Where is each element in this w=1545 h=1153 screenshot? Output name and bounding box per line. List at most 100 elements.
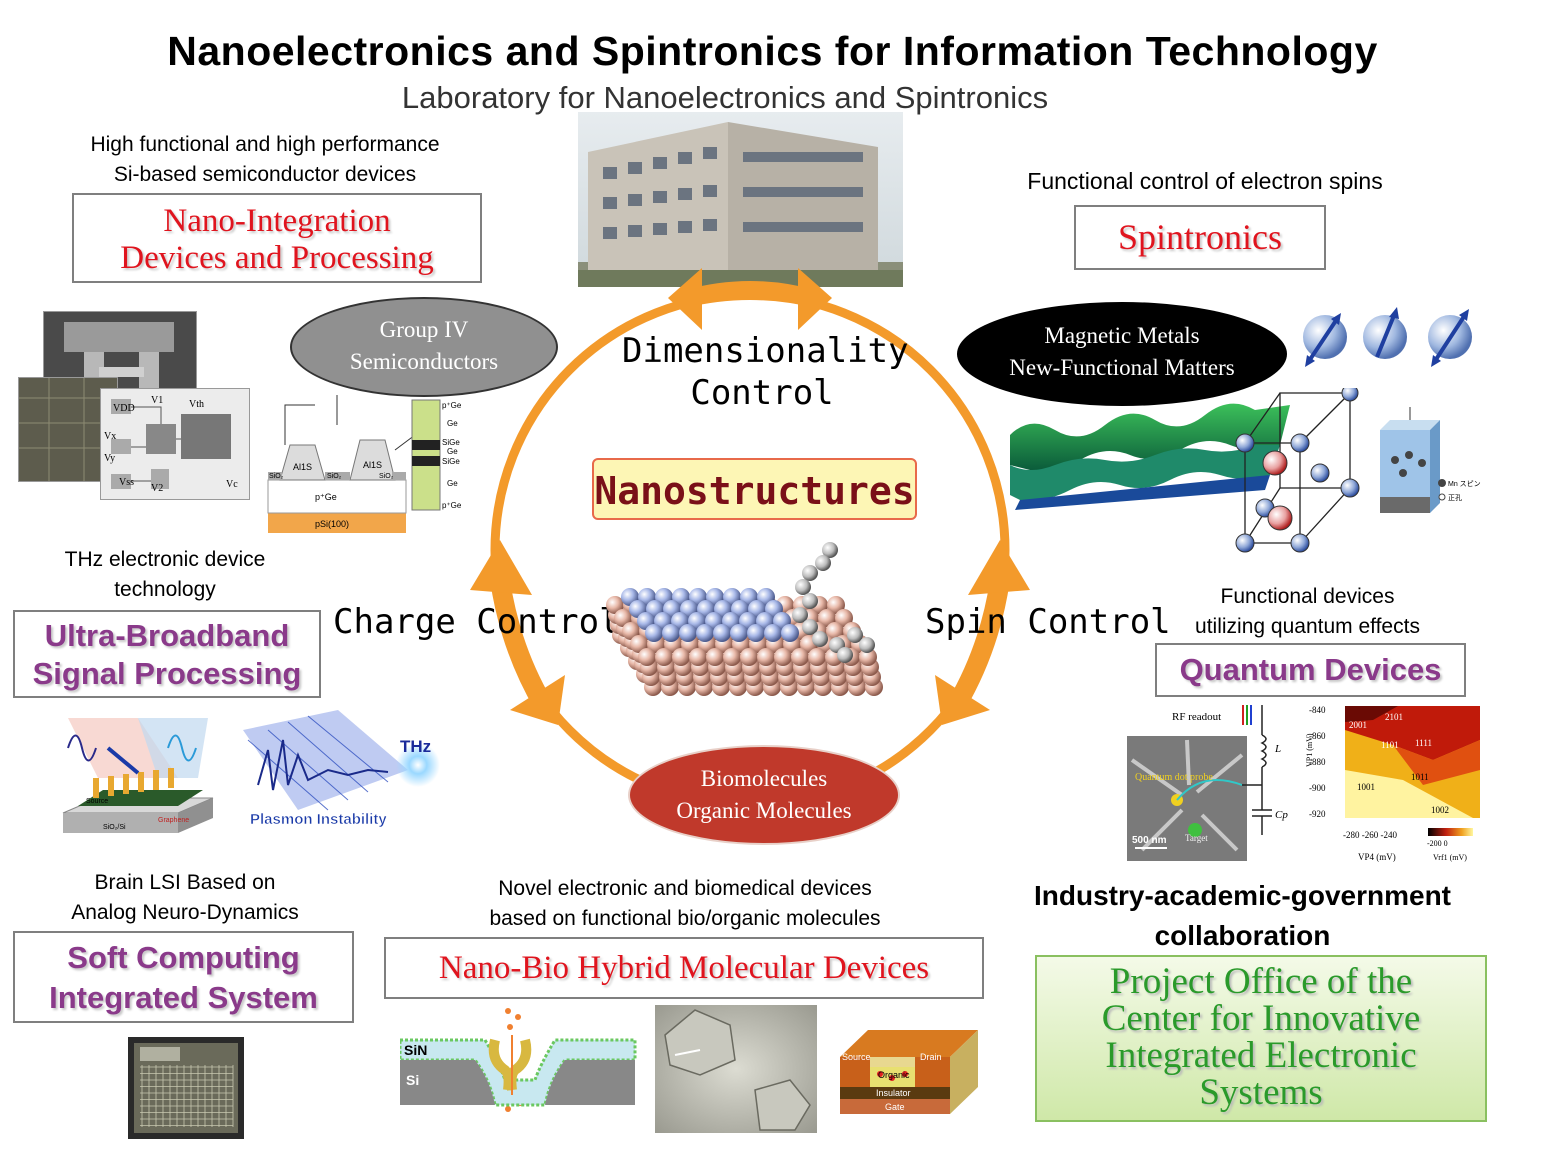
vdd-label: VDD [113, 403, 135, 414]
magnetic-line2: New-Functional Matters [1009, 355, 1235, 380]
thz-caption: THz electronic device technology [25, 545, 305, 605]
box-title-line: Nano-Integration [163, 203, 391, 239]
source-label: Source [842, 1052, 871, 1062]
project-line: Center for Innovative [1101, 998, 1421, 1039]
colorbar-ticks: -200 0 [1427, 839, 1448, 848]
x-axis-label: VP4 (mV) [1358, 852, 1396, 862]
hole-label: 正孔 [1448, 494, 1462, 502]
caption-line: Analog Neuro-Dynamics [71, 901, 299, 924]
y-tick: -900 [1309, 783, 1326, 793]
atom [622, 622, 640, 640]
molecule-atom [802, 565, 818, 581]
sio2si-label: SiO₂/Si [103, 824, 126, 831]
page-title: Nanoelectronics and Spintronics for Info… [167, 28, 1378, 74]
molecule-atom [795, 579, 811, 595]
box-title-line: Ultra-Broadband [44, 618, 290, 653]
y-tick: -860 [1309, 731, 1326, 741]
mn-spin-label: Mn スピン [1448, 480, 1481, 488]
magnetic-line1: Magnetic Metals [1044, 323, 1200, 348]
left-double-arrow [470, 540, 565, 725]
magnetic-metals-ellipse: Magnetic Metals New-Functional Matters [957, 302, 1287, 406]
group-iv-line2: Semiconductors [349, 349, 499, 374]
atom [774, 648, 792, 666]
region-1011: 1011 [1411, 772, 1429, 782]
plasmon-label: Plasmon Instability [250, 811, 387, 828]
qd-probe-label: Quantum dot probe [1135, 772, 1213, 783]
inductor-label: L [1274, 743, 1281, 755]
vc-label: Vc [226, 479, 238, 490]
atom [826, 622, 844, 640]
circuit-layout-image: VDD V1 Vth Vx Vy Vss V2 Vc [100, 388, 250, 500]
nano-integration-box: Nano-Integration Devices and Processing [72, 193, 482, 283]
caption-line: Brain LSI Based on [94, 871, 276, 894]
project-line: Integrated Electronic [1105, 1035, 1417, 1076]
atom [630, 635, 648, 653]
plasmon-instability-image: THz Plasmon Instability [243, 710, 440, 828]
atom [730, 624, 748, 642]
spintronics-box: Spintronics [1074, 205, 1326, 270]
nanostructure-atoms [606, 542, 883, 696]
pge-label: p⁺Ge [315, 492, 337, 502]
biomolecules-ellipse: Biomolecules Organic Molecules [628, 745, 900, 845]
quantum-devices-box: Quantum Devices [1155, 643, 1466, 697]
atom [706, 648, 724, 666]
dimensionality-label: Dimensionality Control [622, 331, 909, 413]
y-axis-label: VP1 (mV) [1305, 733, 1314, 767]
gate-label: Gate [885, 1102, 905, 1112]
box-title-line: Devices and Processing [120, 240, 434, 276]
region-1001: 1001 [1357, 782, 1375, 792]
caption-line: Functional devices [1220, 585, 1395, 608]
al-label-1: Al1S [293, 462, 312, 472]
atom [808, 648, 826, 666]
layer-sige2: SiGe [442, 457, 460, 466]
atom [655, 648, 673, 666]
spin-balls [1303, 307, 1472, 367]
project-line: Project Office of the [1109, 961, 1413, 1002]
group-iv-line1: Group IV [379, 317, 469, 342]
atom [672, 648, 690, 666]
layer-sige1: SiGe [442, 438, 460, 447]
molecule-atom [815, 555, 831, 571]
top-double-arrow [668, 268, 832, 330]
atom [638, 648, 656, 666]
graphene-label: Graphene [158, 817, 189, 824]
caption-line: technology [114, 578, 216, 601]
atom [791, 648, 809, 666]
group-iv-ellipse: Group IV Semiconductors [290, 297, 558, 397]
molecule-atom [792, 607, 808, 623]
atom [606, 596, 624, 614]
caption-line: collaboration [1154, 920, 1331, 951]
box-title-line: Soft Computing [67, 940, 300, 975]
spin-ball-1 [1303, 313, 1347, 367]
layer-ge1: Ge [447, 419, 458, 428]
caption-line: Si-based semiconductor devices [113, 163, 417, 186]
organic-label: Organic [878, 1070, 910, 1080]
soft-computing-box: Soft Computing Integrated System [13, 931, 354, 1023]
molecule-atom [847, 627, 863, 643]
sin-label: SiN [404, 1042, 427, 1058]
psi-label: pSi(100) [315, 519, 349, 529]
molecule-atom [812, 631, 828, 647]
charge-stability-map: 2001 2101 1101 1111 1001 1011 1002 -840 … [1303, 700, 1488, 868]
si-label: Si [406, 1072, 419, 1088]
atom [835, 609, 853, 627]
region-1101: 1101 [1381, 740, 1399, 750]
graphene-thz-device: Source Graphene SiO₂/Si [62, 718, 214, 833]
region-1111: 1111 [1415, 738, 1432, 748]
organic-transistor: Source Drain Organic Insulator Gate [840, 1030, 978, 1114]
region-1002: 1002 [1431, 805, 1449, 815]
quantum-caption: Functional devices utilizing quantum eff… [1160, 582, 1455, 642]
vy-label: Vy [104, 453, 115, 464]
sio2-label-b: SiO₂ [327, 473, 342, 480]
caption-line: THz electronic device [64, 548, 266, 571]
v1-label: V1 [151, 395, 163, 406]
rf-readout-label: RF readout [1172, 711, 1221, 723]
bio-line2: Organic Molecules [676, 798, 852, 823]
atom [859, 648, 877, 666]
region-2001: 2001 [1349, 720, 1367, 730]
atom [781, 624, 799, 642]
atom [689, 648, 707, 666]
sio2-label-c: SiO₂ [379, 473, 394, 480]
caption-line: Industry-academic-government [1034, 880, 1451, 911]
ultra-broadband-box: Ultra-Broadband Signal Processing [13, 610, 321, 698]
